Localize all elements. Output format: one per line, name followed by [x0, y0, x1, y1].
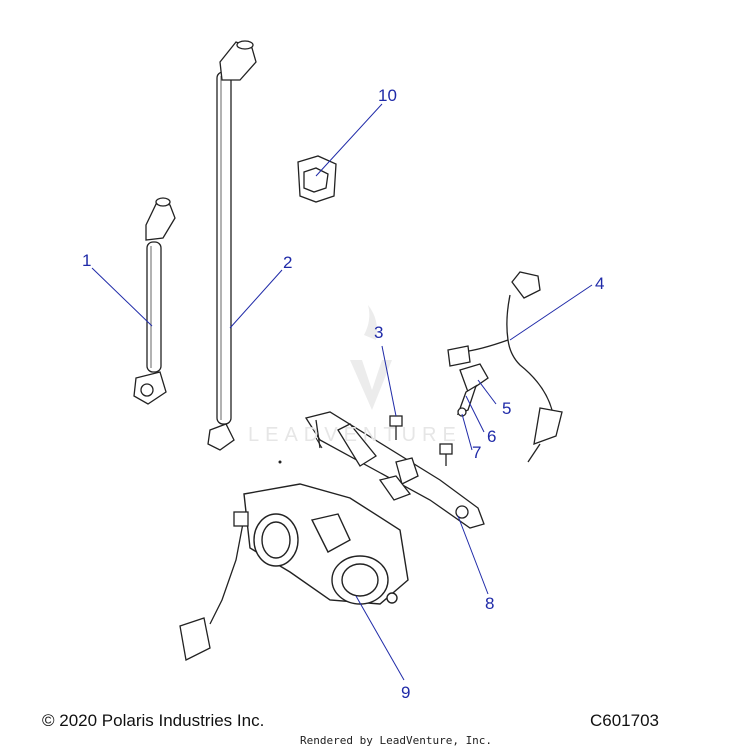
- copyright-notice: © 2020 Polaris Industries Inc.: [42, 711, 265, 730]
- leader-10: [315, 103, 383, 177]
- bolt-lower[interactable]: [439, 443, 453, 466]
- leader-3: [381, 345, 397, 417]
- callout-5[interactable]: 5: [502, 399, 512, 418]
- leader-9: [355, 595, 405, 681]
- callout-9[interactable]: 9: [401, 683, 411, 702]
- pin-mark: [315, 437, 323, 449]
- fuel-hose-short[interactable]: [133, 197, 176, 405]
- leader-1: [91, 267, 153, 327]
- callout-10[interactable]: 10: [378, 86, 397, 105]
- callout-7[interactable]: 7: [472, 443, 482, 462]
- leader-4: [509, 284, 593, 341]
- callout-1[interactable]: 1: [82, 251, 92, 270]
- callout-3[interactable]: 3: [374, 323, 384, 342]
- leader-2: [229, 269, 283, 329]
- leader-7: [461, 413, 473, 451]
- callout-4[interactable]: 4: [595, 274, 605, 293]
- diagram-code: C601703: [590, 711, 660, 730]
- hose-clip[interactable]: [297, 155, 337, 203]
- rendered-by-credit: Rendered by LeadVenture, Inc.: [300, 734, 493, 747]
- throttle-body[interactable]: [243, 483, 409, 605]
- callout-2[interactable]: 2: [283, 253, 293, 272]
- leader-lines: [91, 103, 593, 681]
- leader-8: [457, 515, 489, 595]
- leadventure-logo-icon: [350, 305, 392, 410]
- leader-5: [477, 379, 497, 405]
- leader-6: [465, 395, 485, 433]
- throttle-sensor-harness[interactable]: [179, 511, 249, 661]
- callout-6[interactable]: 6: [487, 427, 497, 446]
- fuel-injector[interactable]: [456, 363, 489, 417]
- callout-8[interactable]: 8: [485, 594, 495, 613]
- watermark-text: LEADVENTURE: [248, 424, 462, 446]
- injector-harness[interactable]: [447, 271, 563, 463]
- fuel-hose-long[interactable]: [207, 40, 257, 451]
- dot-mark: [278, 460, 282, 464]
